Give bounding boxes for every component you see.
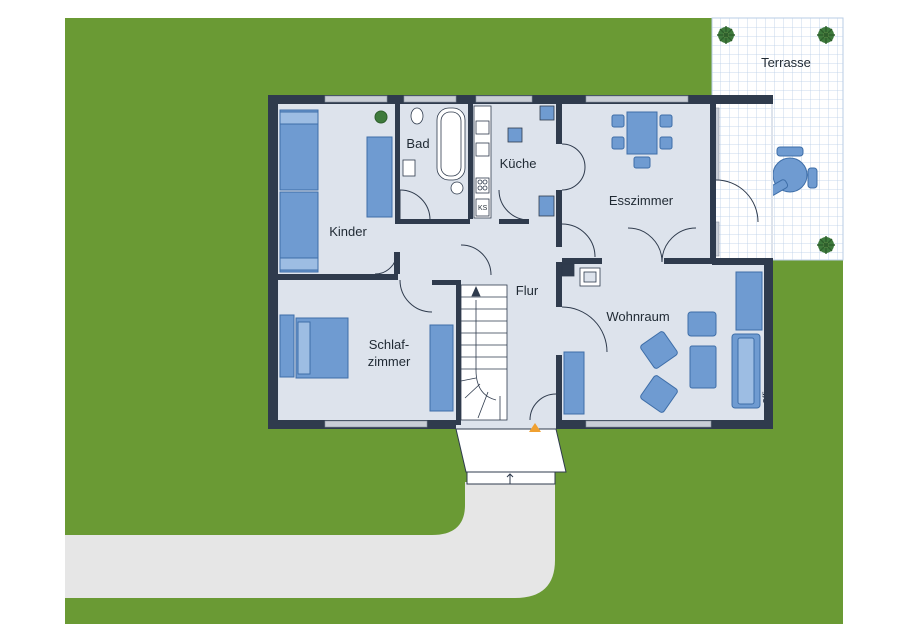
room-label-kueche: Küche xyxy=(500,156,537,171)
esszimmer-furniture xyxy=(611,111,673,169)
terrace-plant-icon xyxy=(717,26,735,44)
room-label-schlafzimmer-line1: Schlaf- xyxy=(369,337,409,352)
ks-label: KS xyxy=(478,205,488,212)
windows xyxy=(324,95,720,428)
room-label-terrasse: Terrasse xyxy=(761,55,811,70)
room-label-schlafzimmer-line2: zimmer xyxy=(368,354,411,369)
kinder-furniture xyxy=(279,109,393,273)
kueche-furniture xyxy=(473,105,555,219)
room-label-bad: Bad xyxy=(406,136,429,151)
wohnraum-furniture xyxy=(563,271,763,415)
room-label-wohnraum: Wohnraum xyxy=(606,309,669,324)
staircase xyxy=(460,284,508,421)
entrance-arrow-icon xyxy=(506,473,514,484)
room-label-kinder: Kinder xyxy=(329,224,367,239)
garden-path xyxy=(65,482,555,598)
entrance-porch xyxy=(455,428,567,473)
terrace-plant-icon xyxy=(817,26,835,44)
entry-marker-icon xyxy=(529,423,541,432)
watermark-logo: onOffice xyxy=(763,384,770,412)
bad-furniture xyxy=(402,107,466,195)
terrace-plant-icon xyxy=(817,236,835,254)
flur-furniture xyxy=(561,263,601,287)
interior-walls xyxy=(278,104,716,425)
room-label-flur: Flur xyxy=(516,283,539,298)
room-label-esszimmer: Esszimmer xyxy=(609,193,674,208)
door-swings xyxy=(374,143,759,421)
entrance-step xyxy=(466,471,556,485)
schlafzimmer-furniture xyxy=(279,314,454,412)
